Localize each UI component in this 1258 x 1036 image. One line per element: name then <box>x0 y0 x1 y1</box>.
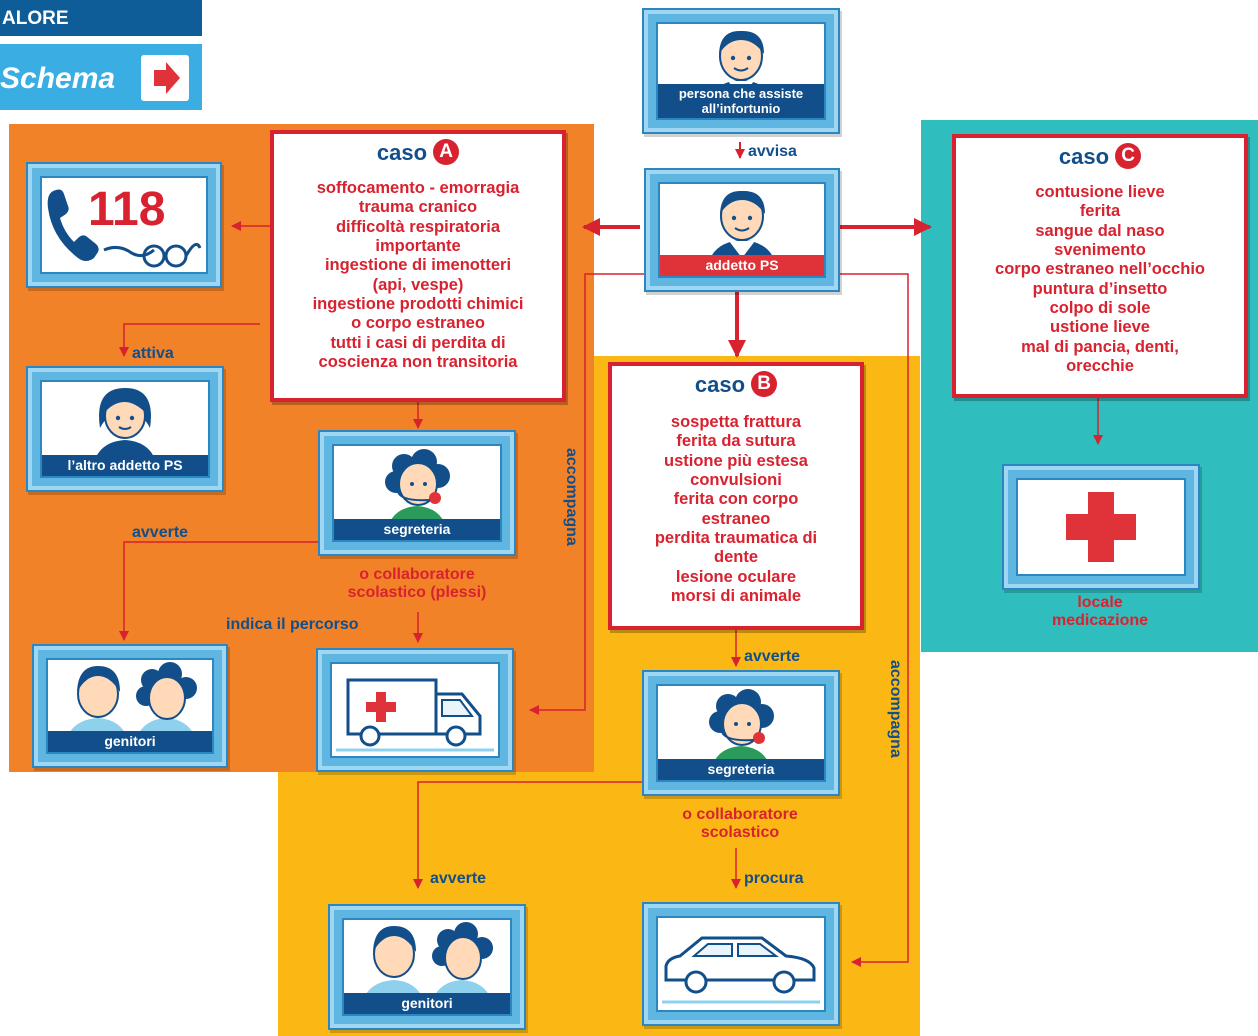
header-top-bar: ALORE <box>0 0 202 37</box>
parents-b-frame[interactable]: genitori <box>328 904 526 1030</box>
collaboratore-b-label: o collaboratore scolastico <box>682 806 798 841</box>
red-cross-icon <box>1066 492 1136 562</box>
secretariat-a-caption: segreteria <box>334 519 500 540</box>
other-first-aider-caption: l’altro addetto PS <box>42 455 208 476</box>
first-aider-frame[interactable]: addetto PS <box>644 168 840 292</box>
secretariat-a-frame[interactable]: segreteria <box>318 430 516 556</box>
label-avverte-b2: avverte <box>430 870 487 887</box>
secretariat-b-caption: segreteria <box>658 759 824 780</box>
medical-room-label: locale medicazione <box>1051 594 1149 629</box>
case-a-items: soffocamento - emorragia trauma cranico … <box>312 179 524 371</box>
header-prev-word: ALORE <box>2 8 69 29</box>
parents-b-caption: genitori <box>344 993 510 1014</box>
label-accompagna-a: accompagna <box>563 448 580 546</box>
emergency-118-frame[interactable]: 118 <box>26 162 222 288</box>
ambulance-icon <box>336 678 494 752</box>
schema-tab[interactable]: Schema <box>0 44 202 110</box>
label-avverte-b1: avverte <box>744 648 801 665</box>
witness-frame[interactable]: persona che assiste all’infortunio <box>642 8 840 134</box>
case-c-items: contusione lieve ferita sangue dal naso … <box>995 183 1205 375</box>
case-b-letter: B <box>751 371 778 398</box>
car-icon <box>662 936 820 1004</box>
other-first-aider-frame[interactable]: l’altro addetto PS <box>26 366 224 492</box>
label-attiva: attiva <box>132 345 174 362</box>
section-header: ALORE Schema <box>0 0 202 110</box>
witness-caption: persona che assiste all’infortunio <box>658 84 824 118</box>
label-accompagna-b: accompagna <box>887 660 904 758</box>
first-aider-caption: addetto PS <box>660 255 824 276</box>
label-procura: procura <box>744 870 804 887</box>
label-avverte-a: avverte <box>132 524 189 541</box>
secretariat-b-frame[interactable]: segreteria <box>642 670 840 796</box>
emergency-number: 118 <box>88 183 166 236</box>
label-avvisa: avvisa <box>748 143 797 160</box>
collaboratore-a-label: o collaboratore scolastico (plessi) <box>347 566 487 601</box>
car-frame[interactable] <box>642 902 840 1026</box>
parents-a-caption: genitori <box>48 731 212 752</box>
case-b-items: sospetta frattura ferita da sutura ustio… <box>654 413 818 605</box>
case-a-letter: A <box>433 139 460 166</box>
label-indica: indica il percorso <box>226 616 359 633</box>
schema-label: Schema <box>0 62 116 95</box>
red-right-arrow-icon[interactable] <box>141 55 189 101</box>
medical-room-frame[interactable] <box>1002 464 1200 590</box>
phone-icon <box>47 189 202 268</box>
parents-a-frame[interactable]: genitori <box>32 644 228 768</box>
ambulance-frame[interactable] <box>316 648 514 772</box>
case-c-letter: C <box>1115 143 1142 170</box>
